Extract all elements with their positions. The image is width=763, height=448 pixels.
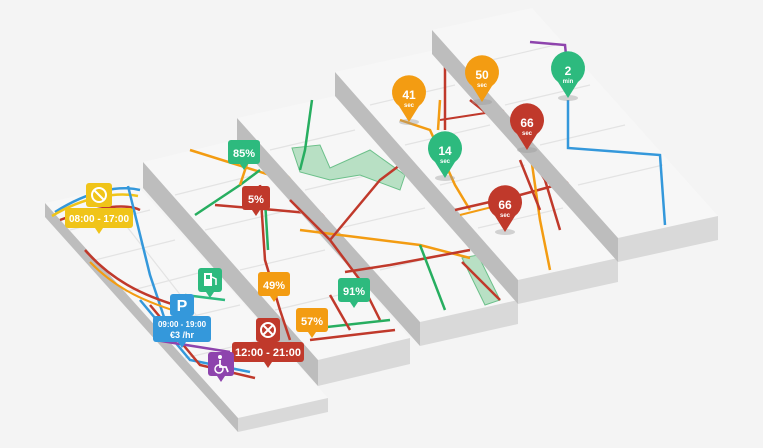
wait-pin-14[interactable]: 14 sec	[428, 131, 462, 181]
no-entry-time: 08:00 - 17:00	[69, 214, 129, 225]
fuel-station-marker[interactable]	[198, 268, 222, 298]
fuel-station-icon	[204, 273, 217, 286]
svg-text:41: 41	[402, 88, 416, 102]
svg-text:85%: 85%	[233, 148, 255, 160]
svg-text:2: 2	[565, 64, 572, 78]
occupancy-marker-5[interactable]: 5%	[242, 186, 270, 216]
wheelchair-icon	[214, 355, 229, 374]
no-entry-marker[interactable]: 08:00 - 17:00	[65, 183, 133, 234]
svg-text:sec: sec	[440, 159, 451, 165]
occupancy-marker-91[interactable]: 91%	[338, 278, 370, 308]
svg-text:min: min	[563, 79, 574, 85]
map-slab-3	[237, 96, 518, 346]
parking-hours: 09:00 - 19:00	[158, 320, 207, 329]
svg-text:66: 66	[520, 116, 534, 130]
wait-pin-50[interactable]: 50 sec	[464, 55, 500, 105]
accessible-parking-marker[interactable]	[208, 352, 234, 382]
wait-pin-2[interactable]: 2 min	[551, 51, 586, 101]
occupancy-marker-57[interactable]: 57%	[296, 308, 328, 338]
wait-pin-66-upper[interactable]: 66 sec	[509, 103, 544, 153]
wait-pin-41[interactable]: 41 sec	[391, 75, 426, 125]
svg-text:14: 14	[438, 144, 452, 158]
occupancy-marker-85[interactable]: 85%	[228, 140, 260, 170]
no-stopping-time: 12:00 - 21:00	[235, 347, 301, 359]
wait-pin-66-lower[interactable]: 66 sec	[488, 185, 522, 235]
no-stopping-icon	[260, 322, 276, 338]
svg-text:66: 66	[498, 198, 512, 212]
svg-text:50: 50	[475, 68, 489, 82]
parking-icon: P	[177, 298, 188, 315]
no-entry-icon	[91, 187, 107, 203]
svg-text:sec: sec	[404, 103, 415, 109]
svg-text:sec: sec	[477, 83, 488, 89]
svg-text:91%: 91%	[343, 286, 365, 298]
parking-rate: €3 /hr	[170, 330, 195, 340]
svg-text:sec: sec	[500, 213, 511, 219]
svg-text:49%: 49%	[263, 280, 285, 292]
svg-text:sec: sec	[522, 131, 533, 137]
parking-marker[interactable]: P 09:00 - 19:00 €3 /hr	[153, 294, 211, 348]
svg-text:5%: 5%	[248, 194, 264, 206]
no-stopping-marker[interactable]: 12:00 - 21:00	[232, 318, 304, 368]
svg-text:57%: 57%	[301, 316, 323, 328]
occupancy-marker-49[interactable]: 49%	[258, 272, 290, 302]
